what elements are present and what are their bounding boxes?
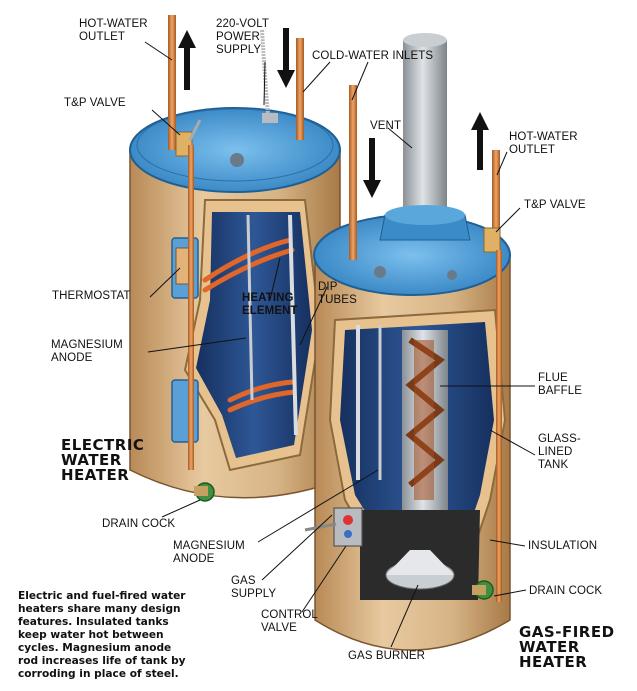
insulation-label: INSULATION bbox=[528, 540, 598, 552]
power-supply-label: 220-VOLT POWER SUPPLY bbox=[216, 18, 269, 56]
heating-element-label: HEATING ELEMENT bbox=[242, 292, 298, 317]
vent-label: VENT bbox=[370, 120, 402, 132]
glass-lined-tank-label: GLASS- LINED TANK bbox=[538, 433, 581, 471]
gas-heater-title: GAS-FIRED WATER HEATER bbox=[519, 623, 615, 671]
down-arrow-icon bbox=[363, 138, 381, 198]
control-valve-label: CONTROL VALVE bbox=[261, 609, 318, 634]
gas-burner-label: GAS BURNER bbox=[348, 650, 426, 662]
electric-heater bbox=[129, 15, 341, 502]
gas-heater bbox=[304, 33, 511, 651]
gas-supply-label: GAS SUPPLY bbox=[231, 575, 277, 600]
dip-tubes-label: DIP TUBES bbox=[318, 281, 357, 306]
tp-valve-right-label: T&P VALVE bbox=[524, 199, 586, 211]
electric-heater-title: ELECTRIC WATER HEATER bbox=[61, 436, 145, 484]
up-arrow-icon bbox=[178, 30, 196, 90]
hot-water-outlet-left-label: HOT-WATER OUTLET bbox=[79, 18, 148, 43]
down-arrow-icon bbox=[277, 28, 295, 88]
leader-lines bbox=[144, 41, 536, 648]
flow-arrows bbox=[178, 28, 489, 198]
flue-baffle-label: FLUE BAFFLE bbox=[538, 372, 583, 397]
cold-water-inlets-label: COLD-WATER INLETS bbox=[312, 50, 434, 62]
tp-valve-left-label: T&P VALVE bbox=[64, 97, 126, 109]
drain-cock-right-label: DRAIN COCK bbox=[529, 585, 603, 597]
magnesium-anode-right-label: MAGNESIUM ANODE bbox=[173, 540, 245, 565]
up-arrow-icon bbox=[471, 112, 489, 170]
drain-cock-left-label: DRAIN COCK bbox=[102, 518, 176, 530]
caption-text: Electric and fuel-fired water heaters sh… bbox=[18, 590, 186, 680]
magnesium-anode-left-label: MAGNESIUM ANODE bbox=[51, 339, 123, 364]
hot-water-outlet-right-label: HOT-WATER OUTLET bbox=[509, 131, 578, 156]
thermostat-label: THERMOSTAT bbox=[52, 290, 131, 302]
